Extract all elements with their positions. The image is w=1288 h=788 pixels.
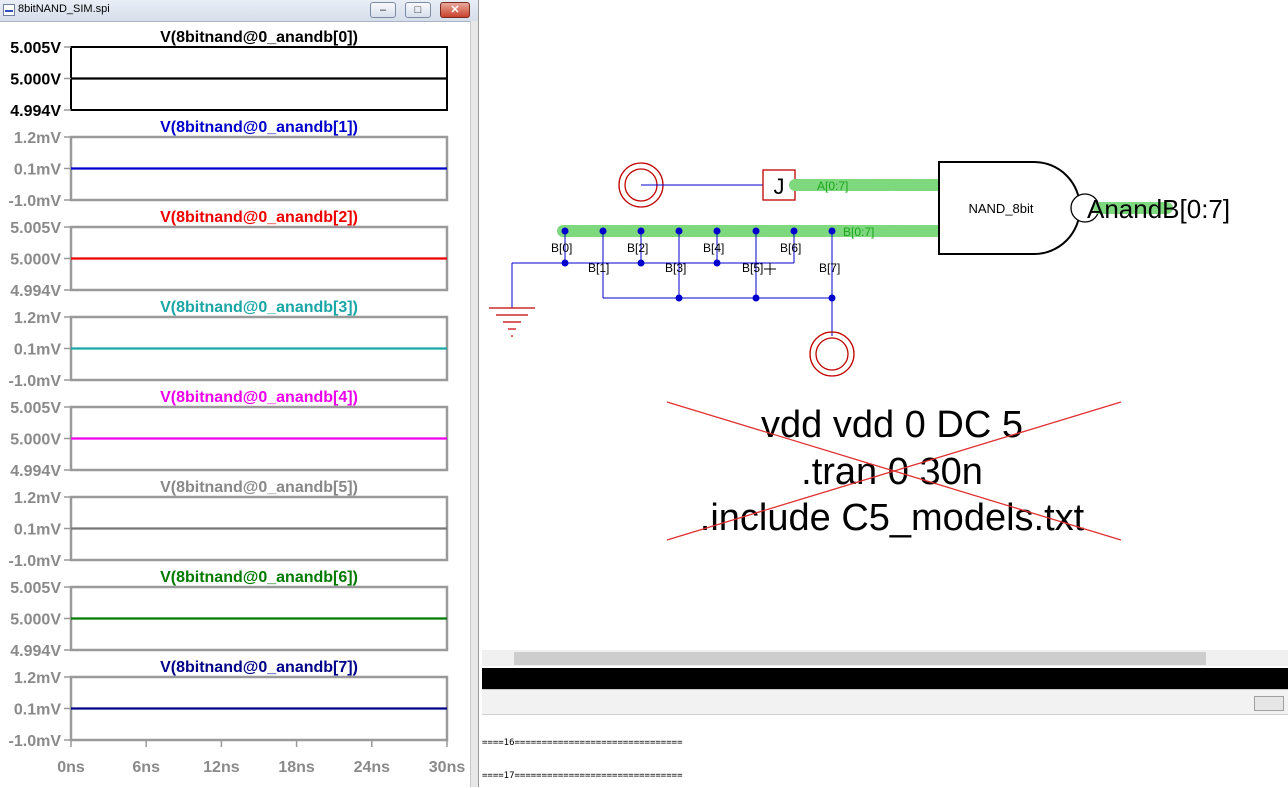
window-border xyxy=(470,21,478,787)
y-tick-label: 5.005V xyxy=(10,400,61,417)
y-tick-label: 1.2mV xyxy=(14,310,61,327)
y-tick-label: 5.005V xyxy=(10,580,61,597)
waveform-pane[interactable]: V(8bitnand@0_anandb[5]) 1.2mV 0.1mV -1.0mV xyxy=(9,479,449,570)
gate-label: NAND_8bit xyxy=(968,201,1033,216)
log-line: ====17=============================== xyxy=(482,771,683,781)
y-tick-label: -1.0mV xyxy=(9,733,62,750)
spice-directives[interactable]: vdd vdd 0 DC 5 .tran 0 30n .include C5_m… xyxy=(700,404,1085,539)
x-tick-label: 12ns xyxy=(203,759,240,776)
schematic-canvas[interactable]: J A[0:7] B[0:7] NAND_8bit AnandB[0:7] B[… xyxy=(479,0,1288,650)
trace-name[interactable]: V(8bitnand@0_anandb[6]) xyxy=(160,569,358,586)
y-tick-label: 5.000V xyxy=(10,72,61,89)
panel-divider xyxy=(482,668,1288,689)
waveform-pane[interactable]: V(8bitnand@0_anandb[1]) 1.2mV 0.1mV -1.0mV xyxy=(9,119,449,210)
waveform-plot-area[interactable]: V(8bitnand@0_anandb[0]) 5.005V 5.000V 4.994… xyxy=(0,0,470,787)
bit-label: B[0] xyxy=(551,241,572,255)
y-tick-label: 5.000V xyxy=(10,432,61,449)
waveform-pane[interactable]: V(8bitnand@0_anandb[4]) 5.005V 5.000V 4.994… xyxy=(10,389,449,480)
minimize-button[interactable]: – xyxy=(370,2,396,18)
bit-taps xyxy=(511,231,833,332)
waveform-pane[interactable]: V(8bitnand@0_anandb[7]) 1.2mV 0.1mV -1.0mV xyxy=(9,659,449,750)
directive-line: vdd vdd 0 DC 5 xyxy=(761,404,1023,446)
trace-name[interactable]: V(8bitnand@0_anandb[7]) xyxy=(160,659,358,676)
x-tick-label: 30ns xyxy=(429,759,466,776)
window-title: 8bitNAND_SIM.spi xyxy=(18,3,110,15)
y-tick-label: 0.1mV xyxy=(14,162,61,179)
wire-junctions xyxy=(561,227,836,302)
bit-labels: B[0] B[2] B[4] B[6] B[1] B[3] B[5] B[7] xyxy=(551,241,840,275)
waveform-pane[interactable]: V(8bitnand@0_anandb[2]) 5.005V 5.000V 4.994… xyxy=(10,209,449,300)
y-tick-label: -1.0mV xyxy=(9,193,62,210)
trace-name[interactable]: V(8bitnand@0_anandb[2]) xyxy=(160,209,358,226)
y-tick-label: 4.994V xyxy=(10,463,61,480)
bit-label: B[6] xyxy=(780,241,801,255)
x-tick-label: 18ns xyxy=(278,759,315,776)
waveform-pane[interactable]: V(8bitnand@0_anandb[0]) 5.005V 5.000V 4.994… xyxy=(10,29,448,120)
app-icon xyxy=(3,4,15,16)
close-button[interactable]: ✕ xyxy=(440,2,470,18)
y-tick-label: 4.994V xyxy=(10,103,61,120)
log-panel-button[interactable] xyxy=(1254,696,1284,711)
junction-label: J xyxy=(774,174,785,199)
bit-label: B[7] xyxy=(819,261,840,275)
directive-line: .include C5_models.txt xyxy=(700,497,1085,539)
bus-a-label: A[0:7] xyxy=(817,179,848,193)
trace-name[interactable]: V(8bitnand@0_anandb[3]) xyxy=(160,299,358,316)
voltage-source-bottom[interactable] xyxy=(809,331,855,377)
crosshair-cursor xyxy=(764,263,776,275)
y-tick-label: -1.0mV xyxy=(9,373,62,390)
y-tick-label: 1.2mV xyxy=(14,130,61,147)
x-tick-label: 6ns xyxy=(132,759,160,776)
waveform-pane[interactable]: V(8bitnand@0_anandb[6]) 5.005V 5.000V 4.994… xyxy=(10,569,449,660)
waveform-window[interactable]: 8bitNAND_SIM.spi – □ ✕ V(8bitnand@0_anan… xyxy=(0,0,479,787)
y-tick-label: 4.994V xyxy=(10,643,61,660)
y-tick-label: 1.2mV xyxy=(14,670,61,687)
bit-label: B[1] xyxy=(588,261,609,275)
log-panel-header xyxy=(482,690,1288,715)
title-bar[interactable]: 8bitNAND_SIM.spi – □ ✕ xyxy=(0,0,478,22)
trace-name[interactable]: V(8bitnand@0_anandb[5]) xyxy=(160,479,358,496)
bit-label: B[5] xyxy=(742,261,763,275)
y-tick-label: 0.1mV xyxy=(14,342,61,359)
output-label: AnandB[0:7] xyxy=(1087,194,1230,224)
maximize-button[interactable]: □ xyxy=(405,2,431,18)
y-tick-label: 4.994V xyxy=(10,283,61,300)
y-tick-label: 5.005V xyxy=(10,40,61,57)
bus-b-label: B[0:7] xyxy=(843,225,874,239)
log-panel[interactable]: ====16=============================== ==… xyxy=(482,689,1288,788)
bit-label: B[3] xyxy=(665,261,686,275)
y-tick-label: -1.0mV xyxy=(9,553,62,570)
y-tick-label: 1.2mV xyxy=(14,490,61,507)
trace-name[interactable]: V(8bitnand@0_anandb[0]) xyxy=(160,29,358,46)
y-tick-label: 5.000V xyxy=(10,612,61,629)
bit-label: B[2] xyxy=(627,241,648,255)
y-tick-label: 0.1mV xyxy=(14,702,61,719)
time-axis: 0ns 6ns 12ns 18ns 24ns 30ns xyxy=(57,740,465,776)
log-line: ====16=============================== xyxy=(482,738,683,748)
y-tick-label: 0.1mV xyxy=(14,522,61,539)
trace-name[interactable]: V(8bitnand@0_anandb[4]) xyxy=(160,389,358,406)
disabled-cross xyxy=(666,401,1122,541)
ground-symbol[interactable] xyxy=(489,307,535,337)
trace-name[interactable]: V(8bitnand@0_anandb[1]) xyxy=(160,119,358,136)
y-tick-label: 5.005V xyxy=(10,220,61,237)
x-tick-label: 24ns xyxy=(354,759,391,776)
scrollbar-thumb[interactable] xyxy=(514,652,1206,665)
y-tick-label: 5.000V xyxy=(10,252,61,269)
x-tick-label: 0ns xyxy=(57,759,85,776)
waveform-pane[interactable]: V(8bitnand@0_anandb[3]) 1.2mV 0.1mV -1.0mV xyxy=(9,299,449,390)
bit-label: B[4] xyxy=(703,241,724,255)
